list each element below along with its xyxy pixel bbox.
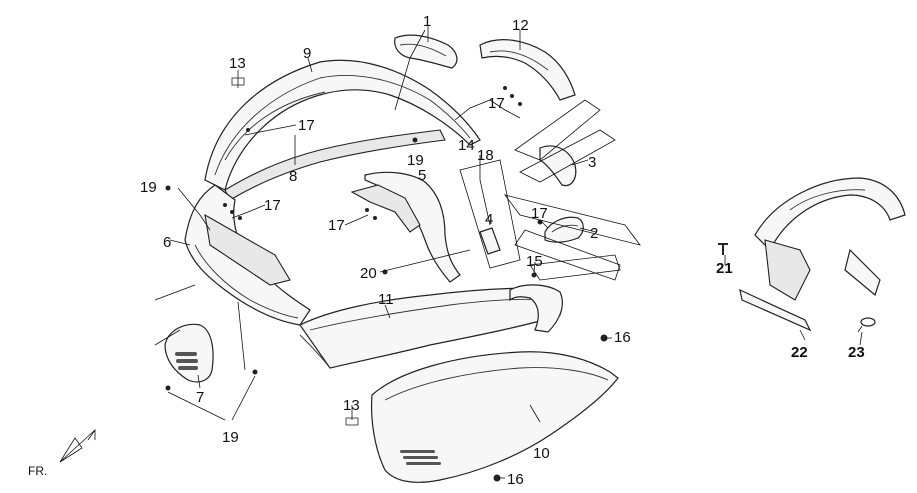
- part-22-rear-fender: [739, 177, 906, 341]
- label-part-13-bottom: 13: [343, 397, 360, 414]
- label-part-10: 10: [533, 445, 550, 462]
- part-13-tag-top: [231, 77, 245, 86]
- label-part-19-center: 19: [407, 152, 424, 169]
- label-part-11: 11: [378, 291, 394, 308]
- part-21-bolt: [718, 243, 728, 255]
- label-part-16-bottom: 16: [507, 471, 524, 488]
- label-part-9: 9: [303, 45, 311, 62]
- part-6-side-cover: [184, 184, 311, 326]
- label-part-13-top: 13: [229, 55, 246, 72]
- label-part-5: 5: [418, 167, 426, 184]
- label-part-6: 6: [163, 234, 171, 251]
- front-indicator-label: FR.: [28, 464, 47, 478]
- label-part-2: 2: [590, 225, 598, 242]
- label-part-3: 3: [588, 154, 596, 171]
- label-part-19-bottom: 19: [222, 429, 239, 446]
- part-labels: 1 2 3 4 5 6 7 8 9 10 11 12 13 13 14 15 1…: [140, 13, 865, 488]
- label-part-22: 22: [791, 344, 808, 361]
- label-part-1: 1: [423, 13, 431, 30]
- label-part-17-side: 17: [264, 197, 281, 214]
- label-part-20: 20: [360, 265, 377, 282]
- label-part-23: 23: [848, 344, 865, 361]
- rear-bracket: [509, 284, 563, 333]
- fasteners: [165, 86, 608, 482]
- front-direction-arrow: FR.: [28, 428, 96, 478]
- label-part-17-left: 17: [298, 117, 315, 134]
- part-10-floor-cover: [370, 351, 619, 483]
- label-part-18: 18: [477, 147, 494, 164]
- label-part-14: 14: [458, 137, 475, 154]
- label-part-17-right: 17: [531, 205, 548, 222]
- label-part-15: 15: [526, 253, 543, 270]
- part-9-rear-upper-cover: [204, 59, 481, 201]
- label-part-21: 21: [716, 260, 733, 277]
- label-part-17-center: 17: [328, 217, 345, 234]
- label-part-12: 12: [512, 17, 529, 34]
- label-part-16-top: 16: [614, 329, 631, 346]
- part-4-plate: [479, 227, 501, 255]
- part-12-top-cover: [479, 39, 576, 101]
- part-3-bracket: [539, 145, 577, 187]
- part-5-inner-panel: [350, 171, 461, 283]
- part-23-clip: [857, 317, 876, 333]
- label-part-19-left: 19: [140, 179, 157, 196]
- label-part-17-top: 17: [488, 95, 505, 112]
- leader-lines: [154, 26, 863, 479]
- label-part-8: 8: [289, 168, 297, 185]
- part-7-vent-cover: [164, 323, 214, 383]
- label-part-7: 7: [196, 389, 204, 406]
- part-1-top-cover: [394, 34, 458, 69]
- label-part-4: 4: [485, 211, 493, 228]
- part-13-tag-bottom: [345, 417, 359, 426]
